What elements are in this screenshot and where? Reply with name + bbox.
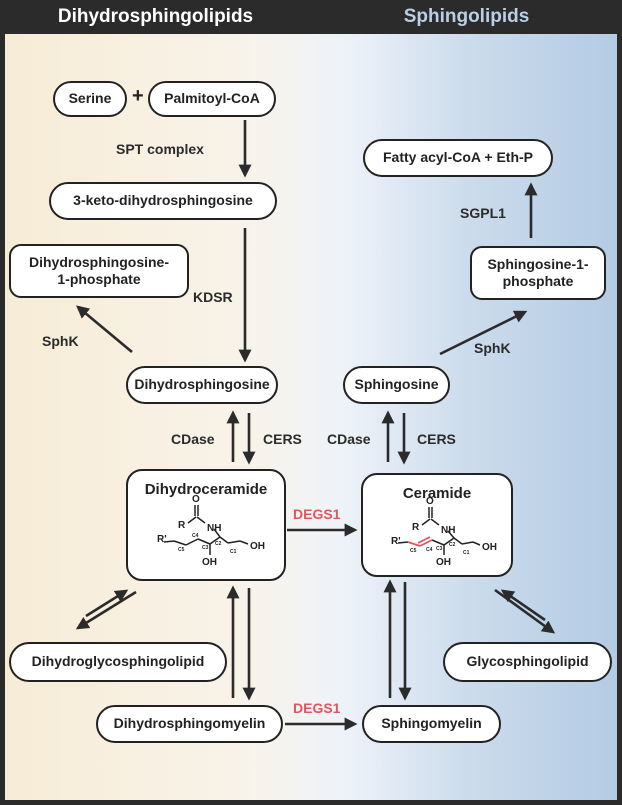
dihydroceramide-structure: O R NH R' OH OH C1 C2 C3 C4 C5 xyxy=(157,494,265,568)
label-degs1-top: DEGS1 xyxy=(293,506,341,522)
label-sphk-left: SphK xyxy=(42,333,79,349)
node-sphingosine-1-phosphate: Sphingosine-1- phosphate xyxy=(470,246,606,300)
label-kdsr: KDSR xyxy=(193,289,233,305)
cer-c5: C5 xyxy=(410,548,417,554)
arrow-dhgsl-to-dhcer xyxy=(85,589,129,618)
dhcer-c1: C1 xyxy=(230,549,237,555)
ceramide-double-bond xyxy=(407,536,433,547)
cer-c4: C4 xyxy=(426,547,433,553)
label-spt-complex: SPT complex xyxy=(116,141,204,157)
label-sphk-right: SphK xyxy=(474,340,511,356)
node-dihydrosphingosine-1-phosphate: Dihydrosphingosine- 1-phosphate xyxy=(9,244,189,298)
dhcer-c4: C4 xyxy=(192,533,199,539)
header-dihydrosphingolipids: Dihydrosphingolipids xyxy=(57,6,254,27)
dhcer-o: O xyxy=(192,494,200,505)
dhcer-r-prime: R' xyxy=(157,534,167,545)
cer-oh-side: OH xyxy=(482,542,497,553)
cer-oh-bottom: OH xyxy=(436,557,451,568)
ceramide-structure: O R NH R' OH OH C1 C2 C3 C4 C5 xyxy=(391,496,497,568)
node-sphingosine: Sphingosine xyxy=(343,366,450,404)
arrow-sph-to-s1p xyxy=(439,310,528,356)
label-sgpl1: SGPL1 xyxy=(460,205,506,221)
dhcer-r: R xyxy=(178,520,186,531)
dhcer-nh: NH xyxy=(207,523,221,534)
node-dihydrosphingosine: Dihydrosphingosine xyxy=(126,366,278,404)
cer-c3: C3 xyxy=(436,546,443,552)
dhcer-oh-bottom: OH xyxy=(202,557,217,568)
node-sphingomyelin: Sphingomyelin xyxy=(362,705,501,743)
node-ceramide: Ceramide O xyxy=(361,473,513,577)
cer-nh: NH xyxy=(441,525,455,536)
label-cdase-left: CDase xyxy=(171,431,215,447)
node-dihydrosphingomyelin: Dihydrosphingomyelin xyxy=(96,705,283,743)
node-serine: Serine xyxy=(53,81,127,117)
dhcer-oh-side: OH xyxy=(250,541,265,552)
header-sphingolipids: Sphingolipids xyxy=(403,6,530,27)
node-dihydroceramide: Dihydroceramide O R NH xyxy=(126,469,286,581)
arrow-cer-to-gsl xyxy=(494,588,556,634)
node-fatty-acyl-coa-eth-p: Fatty acyl-CoA + Eth-P xyxy=(363,139,553,177)
ceramide-title: Ceramide xyxy=(402,485,472,502)
dhcer-c2: C2 xyxy=(215,541,222,547)
cer-c1: C1 xyxy=(463,550,470,556)
label-cers-left: CERS xyxy=(263,431,302,447)
dhcer-c5: C5 xyxy=(178,547,185,553)
label-degs1-bottom: DEGS1 xyxy=(293,700,341,716)
arrow-gsl-to-cer xyxy=(500,589,546,622)
cer-r: R xyxy=(412,522,420,533)
arrow-dhcer-to-dhgsl xyxy=(75,590,137,630)
node-palmitoyl-coa: Palmitoyl-CoA xyxy=(148,81,276,117)
label-cers-right: CERS xyxy=(417,431,456,447)
label-cdase-right: CDase xyxy=(327,431,371,447)
node-3-keto-dihydrosphingosine: 3-keto-dihydrosphingosine xyxy=(49,182,277,220)
node-dihydroglycosphingolipid: Dihydroglycosphingolipid xyxy=(9,642,227,682)
node-glycosphingolipid: Glycosphingolipid xyxy=(443,642,612,682)
plus-sign: + xyxy=(132,85,144,107)
cer-c2: C2 xyxy=(449,542,456,548)
cer-r-prime: R' xyxy=(391,536,401,547)
cer-o: O xyxy=(426,496,434,507)
dihydroceramide-title: Dihydroceramide xyxy=(144,481,268,498)
dhcer-c3: C3 xyxy=(202,545,209,551)
arrow-dhs-to-dhs1p xyxy=(76,305,133,353)
